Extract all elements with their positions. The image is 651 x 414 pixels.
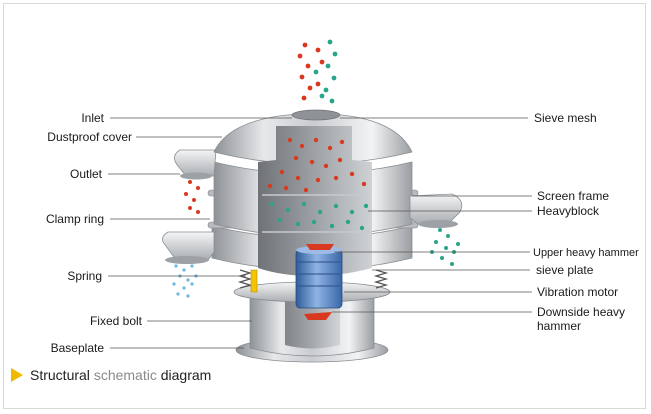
vibration-motor [295, 249, 343, 309]
label-screen-frame: Screen frame [537, 189, 609, 203]
label-dustproof-cover: Dustproof cover [47, 130, 132, 144]
caption: Structural schematic diagram [11, 367, 211, 383]
label-outlet: Outlet [70, 167, 103, 181]
lower-outlet-spout [162, 231, 215, 261]
cutaway-interior [258, 126, 372, 276]
upper-outlet-spout [174, 149, 217, 177]
label-upper-heavy-hammer: Upper heavy hammer [533, 247, 639, 259]
label-spring: Spring [67, 269, 102, 283]
label-downside-heavy-hammer-1: Downside heavy [537, 305, 625, 319]
caption-text: Structural schematic diagram [30, 367, 211, 383]
label-sieve-plate: sieve plate [536, 263, 594, 277]
label-sieve-mesh: Sieve mesh [534, 111, 597, 125]
fixed-bolt-yellow [250, 269, 258, 293]
inlet-opening [291, 109, 341, 121]
right-outlet-spout [409, 193, 463, 225]
label-vibration-motor: Vibration motor [537, 285, 618, 299]
particles [172, 39, 460, 298]
label-heavyblock: Heavyblock [537, 204, 600, 218]
spring-coils [237, 269, 389, 289]
upper-heavy-hammer [306, 244, 334, 250]
label-fixed-bolt: Fixed bolt [90, 314, 143, 328]
label-downside-heavy-hammer-2: hammer [537, 319, 581, 333]
label-clamp-ring: Clamp ring [46, 212, 104, 226]
caption-part3: diagram [157, 367, 211, 383]
caption-triangle-icon [11, 368, 23, 382]
label-baseplate: Baseplate [51, 341, 105, 355]
label-inlet: Inlet [81, 111, 104, 125]
caption-part1: Structural [30, 367, 94, 383]
downside-heavy-hammer [304, 312, 332, 320]
leader-lines [108, 117, 532, 349]
caption-part2: schematic [94, 367, 157, 383]
base-cutaway [285, 300, 340, 349]
sieve-machine [162, 109, 463, 363]
